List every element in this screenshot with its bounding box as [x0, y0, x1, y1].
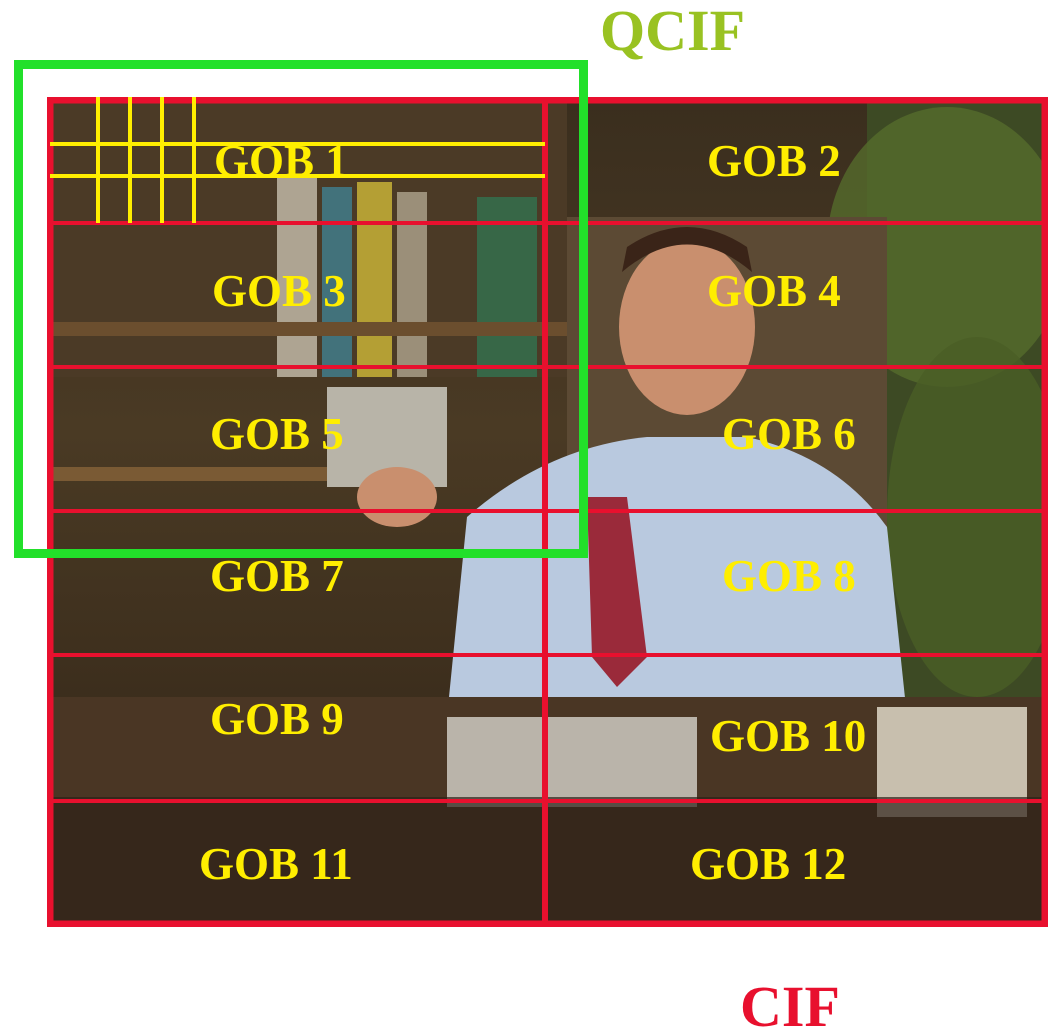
gob-label-6: GOB 6	[722, 409, 856, 459]
qcif-frame	[14, 60, 588, 558]
gob-label-8: GOB 8	[722, 551, 856, 601]
gob-label-7: GOB 7	[210, 551, 344, 601]
cif-grid	[47, 97, 1048, 927]
video-frame: GOB 1 GOB 2 GOB 3 GOB 4 GOB 5 GOB 6 GOB …	[47, 97, 1048, 927]
gob-label-12: GOB 12	[690, 839, 847, 889]
gob-label-1: GOB 1	[214, 136, 348, 186]
gob-label-3: GOB 3	[212, 266, 346, 316]
gob-label-10: GOB 10	[710, 711, 867, 761]
macroblock-grid	[50, 97, 545, 223]
gob-label-11: GOB 11	[199, 839, 353, 889]
video-frame-illustration	[47, 97, 1048, 927]
gob-label-4: GOB 4	[707, 266, 841, 316]
gob-label-9: GOB 9	[210, 694, 344, 744]
gob-label-2: GOB 2	[707, 136, 841, 186]
cif-title: CIF	[740, 974, 840, 1029]
gob-label-5: GOB 5	[210, 409, 344, 459]
qcif-title: QCIF	[600, 0, 745, 63]
